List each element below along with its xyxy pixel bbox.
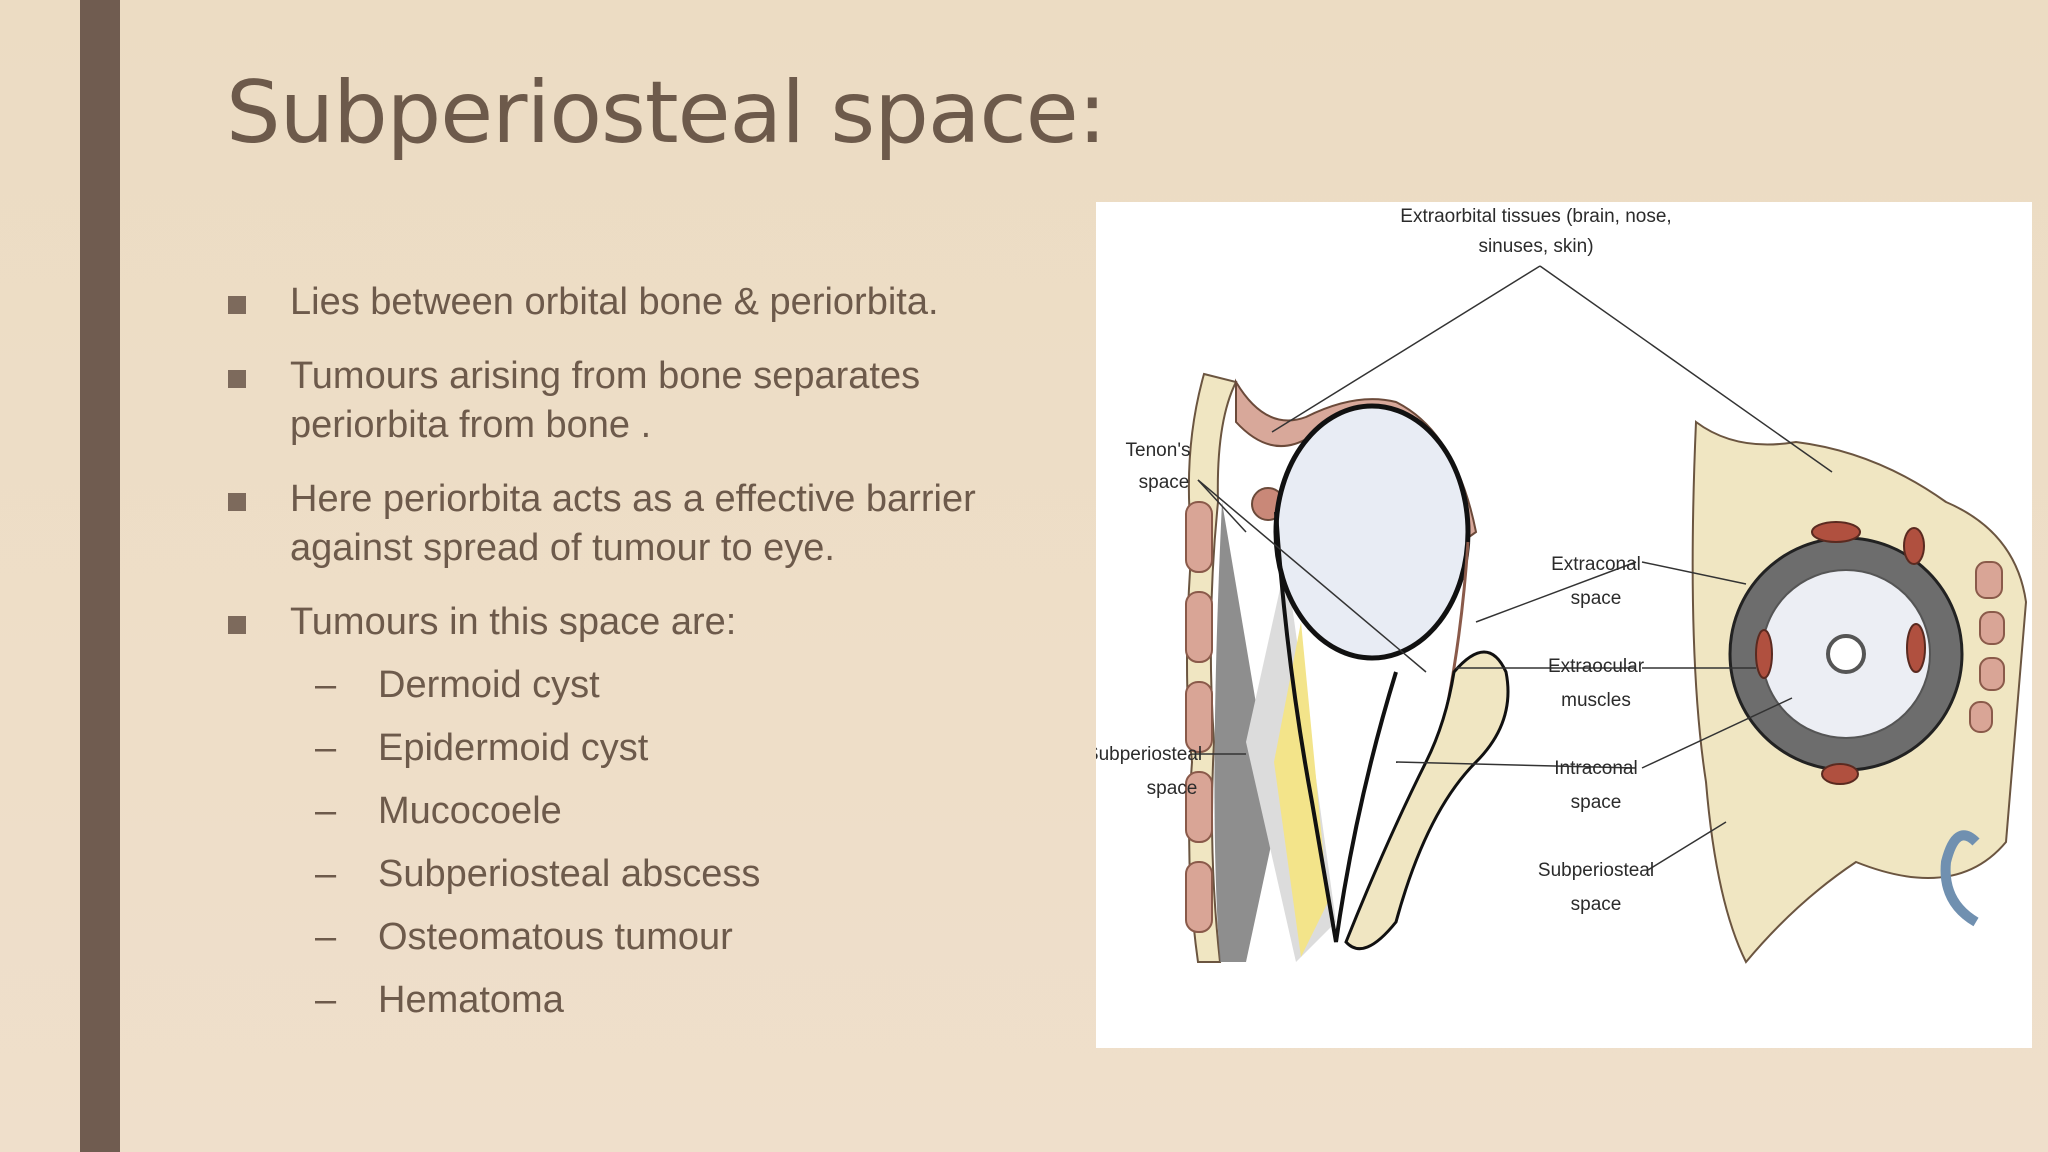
inferior-rectus bbox=[1821, 763, 1859, 785]
sub-bullet-text: Osteomatous tumour bbox=[378, 916, 733, 958]
bullet-item: Tumours in this space are: –Dermoid cyst… bbox=[226, 598, 1046, 1039]
label-extraorbital: Extraorbital tissues (brain, nose, bbox=[1400, 206, 1671, 227]
optic-nerve-cross bbox=[1826, 634, 1866, 674]
leader-line bbox=[1197, 479, 1247, 533]
dash-bullet-icon: – bbox=[315, 979, 337, 1021]
square-bullet-icon bbox=[228, 296, 246, 314]
superior-rectus bbox=[1811, 521, 1861, 543]
orbit-diagram: Extraorbital tissues (brain, nose, sinus… bbox=[1096, 202, 2032, 1048]
tumour-list: –Dermoid cyst –Epidermoid cyst –Mucocoel… bbox=[290, 661, 1046, 1039]
orbit-diagram-svg: Extraorbital tissues (brain, nose, sinus… bbox=[1096, 206, 2028, 964]
bullet-item: Here periorbita acts as a effective barr… bbox=[226, 475, 1046, 573]
dash-bullet-icon: – bbox=[315, 727, 337, 769]
sub-bullet-item: –Subperiosteal abscess bbox=[290, 850, 1046, 913]
leader-line bbox=[1395, 761, 1637, 769]
ethmoid-cell bbox=[1969, 701, 1993, 733]
label-extraorbital: sinuses, skin) bbox=[1478, 236, 1593, 257]
coronal-section bbox=[1691, 420, 2028, 964]
label-subperiosteal-right: Subperiosteal bbox=[1538, 860, 1654, 881]
leader-line bbox=[1641, 697, 1793, 769]
dash-bullet-icon: – bbox=[315, 664, 337, 706]
dash-bullet-icon: – bbox=[315, 916, 337, 958]
bullet-text: Tumours in this space are: bbox=[290, 601, 737, 643]
label-tenons: Tenon's bbox=[1126, 440, 1191, 461]
bullet-item: Lies between orbital bone & periorbita. bbox=[226, 278, 1046, 327]
superior-oblique bbox=[1903, 527, 1925, 565]
slide-title: Subperiosteal space: bbox=[226, 63, 1107, 163]
sub-bullet-item: –Mucocoele bbox=[290, 787, 1046, 850]
nasolacrimal-duct bbox=[1940, 830, 1980, 927]
lateral-rectus bbox=[1755, 629, 1773, 679]
eyeball bbox=[1273, 403, 1471, 661]
bullet-text: Tumours arising from bone separates peri… bbox=[290, 355, 921, 446]
sagittal-section bbox=[1185, 372, 1510, 963]
label-intraconal: Intraconal bbox=[1554, 758, 1637, 779]
leader-line bbox=[1197, 479, 1427, 673]
label-subperiosteal-left: space bbox=[1147, 778, 1198, 799]
bullet-item: Tumours arising from bone separates peri… bbox=[226, 352, 1046, 450]
bullet-text: Lies between orbital bone & periorbita. bbox=[290, 281, 939, 323]
lower-orbital-rim bbox=[1344, 650, 1510, 951]
leader-line bbox=[1271, 265, 1541, 433]
bone-segment bbox=[1185, 771, 1213, 843]
label-extraconal: Extraconal bbox=[1551, 554, 1641, 575]
sub-bullet-text: Subperiosteal abscess bbox=[378, 853, 761, 895]
label-intraconal: space bbox=[1571, 792, 1622, 813]
leader-line bbox=[1539, 265, 1833, 473]
label-subperiosteal-left: Subperiosteal bbox=[1096, 744, 1202, 765]
sub-bullet-text: Hematoma bbox=[378, 979, 564, 1021]
sub-bullet-item: –Dermoid cyst bbox=[290, 661, 1046, 724]
extraconal-fat bbox=[1214, 502, 1276, 962]
label-tenons: space bbox=[1139, 472, 1190, 493]
cone-outline bbox=[1274, 511, 1398, 943]
medial-rectus bbox=[1906, 623, 1926, 673]
optic-nerve bbox=[1274, 622, 1328, 957]
accent-bar bbox=[80, 0, 120, 1152]
leader-line bbox=[1641, 561, 1747, 585]
sub-bullet-text: Mucocoele bbox=[378, 790, 562, 832]
ethmoid-cell bbox=[1979, 657, 2005, 691]
leader-line bbox=[1647, 821, 1727, 871]
square-bullet-icon bbox=[228, 370, 246, 388]
leader-line bbox=[1475, 561, 1637, 623]
bone-segment bbox=[1185, 591, 1213, 663]
bullet-list: Lies between orbital bone & periorbita. … bbox=[226, 278, 1046, 1064]
bullet-text: Here periorbita acts as a effective barr… bbox=[290, 478, 976, 569]
sub-bullet-item: –Hematoma bbox=[290, 976, 1046, 1039]
dash-bullet-icon: – bbox=[315, 790, 337, 832]
square-bullet-icon bbox=[228, 493, 246, 511]
ethmoid-cell bbox=[1979, 611, 2005, 645]
bone-segment bbox=[1185, 681, 1213, 753]
bone-segment bbox=[1185, 501, 1213, 573]
label-extraocular: Extraocular bbox=[1548, 656, 1645, 677]
label-subperiosteal-right: space bbox=[1571, 894, 1622, 915]
square-bullet-icon bbox=[228, 616, 246, 634]
leader-lines bbox=[1196, 265, 1833, 871]
label-extraconal: space bbox=[1571, 588, 1622, 609]
sub-bullet-item: –Osteomatous tumour bbox=[290, 913, 1046, 976]
ethmoid-cell bbox=[1975, 561, 2003, 599]
bone-segment bbox=[1185, 861, 1213, 933]
dash-bullet-icon: – bbox=[315, 853, 337, 895]
label-extraocular: muscles bbox=[1561, 690, 1631, 711]
sub-bullet-text: Epidermoid cyst bbox=[378, 727, 649, 769]
sub-bullet-text: Dermoid cyst bbox=[378, 664, 600, 706]
sub-bullet-item: –Epidermoid cyst bbox=[290, 724, 1046, 787]
